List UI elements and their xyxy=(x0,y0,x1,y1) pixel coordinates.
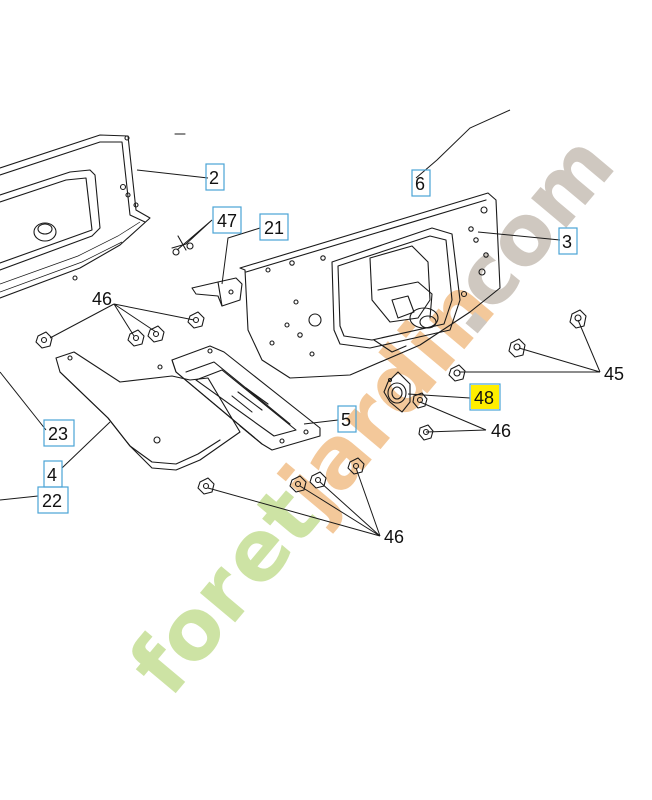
watermark: for et jardin .com xyxy=(110,116,633,713)
label-box-48 xyxy=(469,383,501,411)
part-4-skid-plate xyxy=(55,351,241,471)
part-3-frame-plate xyxy=(239,192,501,379)
label-47[interactable]: 47 xyxy=(217,211,237,231)
label-box-2 xyxy=(205,163,225,191)
label-23[interactable]: 23 xyxy=(48,424,68,444)
nut-46-d xyxy=(127,329,145,347)
label-46-bottom[interactable]: 46 xyxy=(384,527,404,547)
label-6[interactable]: 6 xyxy=(415,174,425,194)
part-5-rail xyxy=(171,345,321,451)
label-4[interactable]: 4 xyxy=(47,465,57,485)
part-labels: 2 6 3 47 21 46 45 48 46 5 23 4 22 46 xyxy=(37,163,624,547)
label-box-5 xyxy=(337,405,357,433)
nut-46-b xyxy=(418,424,434,441)
nut-46-c xyxy=(35,331,53,349)
label-48[interactable]: 48 xyxy=(474,388,494,408)
label-box-23 xyxy=(43,419,75,447)
highlight-48 xyxy=(471,385,499,409)
nut-45-b xyxy=(508,338,526,358)
label-box-47 xyxy=(212,206,242,234)
part-2-left-panel xyxy=(0,133,186,299)
label-45[interactable]: 45 xyxy=(604,364,624,384)
leader-lines xyxy=(0,109,601,537)
label-box-6 xyxy=(411,169,431,197)
label-5[interactable]: 5 xyxy=(341,410,351,430)
label-box-22 xyxy=(37,486,69,514)
nut-45-c xyxy=(448,364,466,382)
part-47-screws xyxy=(171,235,194,256)
label-21[interactable]: 21 xyxy=(264,218,284,238)
label-22[interactable]: 22 xyxy=(42,491,62,511)
nut-46-g xyxy=(197,477,215,495)
part-48-flange-bearing xyxy=(383,371,411,413)
nut-46-f xyxy=(187,311,205,329)
nut-46-h xyxy=(289,475,307,493)
label-46-top[interactable]: 46 xyxy=(92,289,112,309)
part-21-bracket xyxy=(191,277,243,307)
label-2[interactable]: 2 xyxy=(209,168,219,188)
nuts xyxy=(35,309,587,495)
label-46-right[interactable]: 46 xyxy=(491,421,511,441)
label-box-21 xyxy=(259,213,289,241)
label-box-3 xyxy=(558,227,578,255)
label-3[interactable]: 3 xyxy=(562,232,572,252)
nut-45-a xyxy=(569,309,587,329)
